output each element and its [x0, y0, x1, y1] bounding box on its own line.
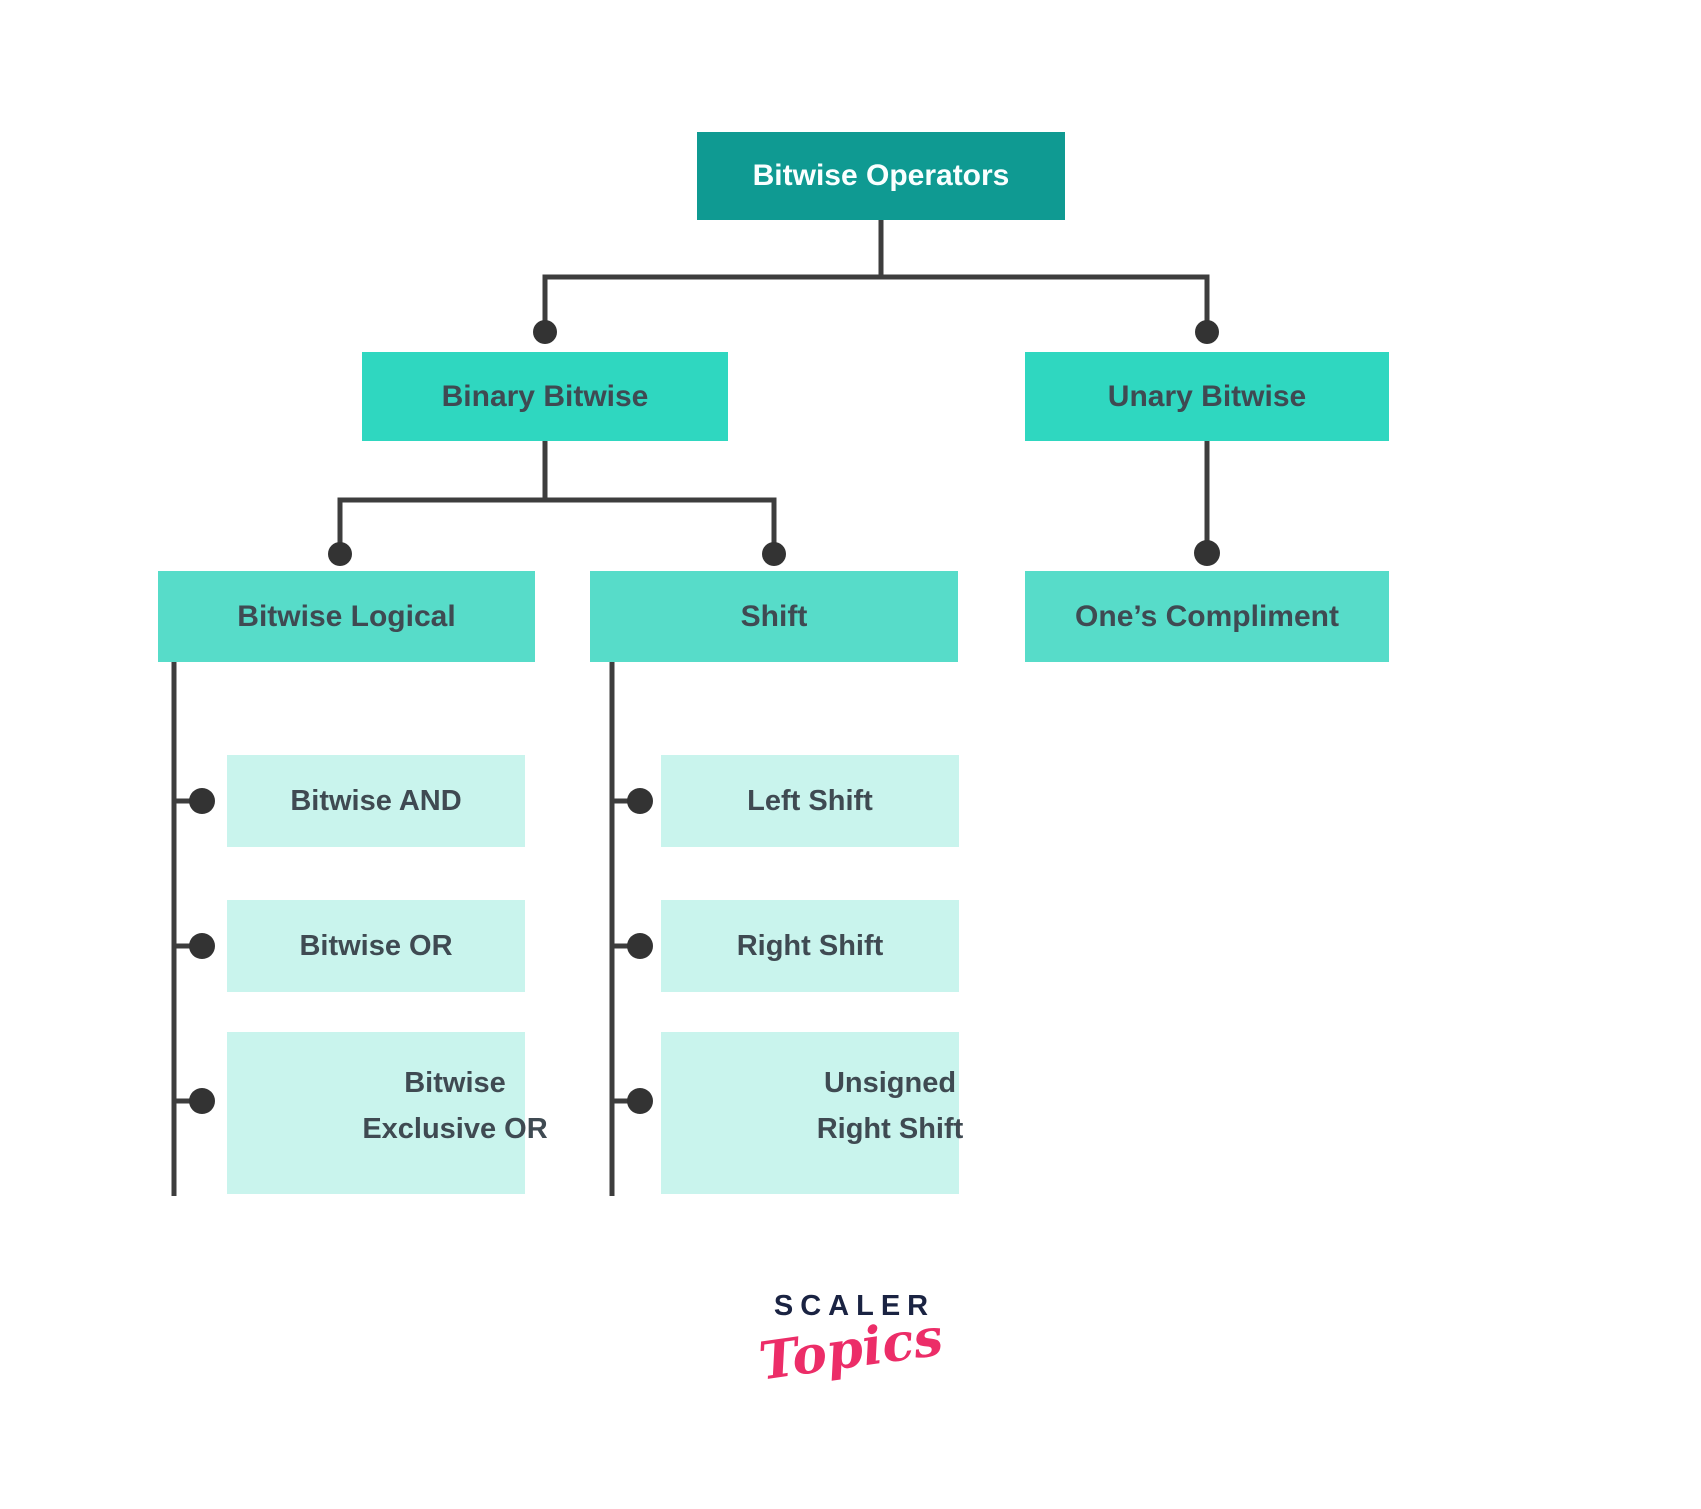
node-ones-compliment: One’s Compliment: [1025, 571, 1389, 662]
dot-unary: [1195, 320, 1219, 344]
dot-left-shift: [627, 788, 653, 814]
dot-right-shift: [627, 933, 653, 959]
node-left-shift: Left Shift: [661, 755, 959, 847]
logo-brand-text: SCALER: [773, 1290, 936, 1322]
connector-level3-bracket: [337, 497, 777, 557]
dot-unsigned: [627, 1088, 653, 1114]
node-unary-bitwise: Unary Bitwise: [1025, 352, 1389, 441]
node-unsigned-right-shift: [661, 1032, 959, 1194]
node-bitwise-exclusive-or: [227, 1032, 525, 1194]
dot-logical: [328, 542, 352, 566]
dot-ones: [1194, 540, 1220, 566]
node-right-shift: Right Shift: [661, 900, 959, 992]
node-bitwise-logical: Bitwise Logical: [158, 571, 535, 662]
dot-shift: [762, 542, 786, 566]
dot-xor: [189, 1088, 215, 1114]
node-bitwise-or: Bitwise OR: [227, 900, 525, 992]
node-shift: Shift: [590, 571, 958, 662]
node-bitwise-and: Bitwise AND: [227, 755, 525, 847]
connector-level2-bracket: [542, 274, 1210, 334]
dot-or: [189, 933, 215, 959]
dot-binary: [533, 320, 557, 344]
node-binary-bitwise: Binary Bitwise: [362, 352, 728, 441]
scaler-topics-logo: SCALER Topics: [701, 1290, 1001, 1393]
node-bitwise-operators: Bitwise Operators: [697, 132, 1065, 220]
dot-and: [189, 788, 215, 814]
